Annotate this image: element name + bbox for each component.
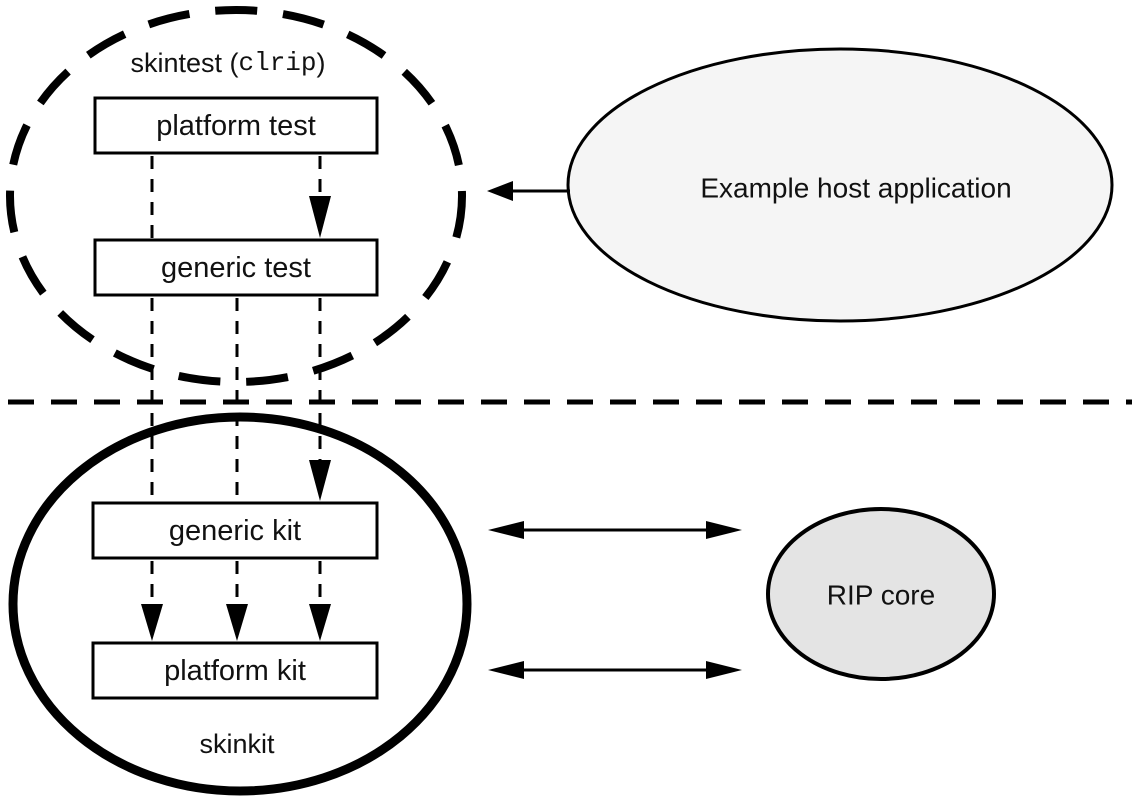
skinkit-group-title: skinkit (199, 729, 275, 759)
generickit-ripcore-arrowhead-left (488, 521, 524, 539)
skintest-title-code: clrip (239, 48, 317, 78)
rip-core-label: RIP core (827, 580, 935, 611)
rip-core-ellipse (766, 507, 996, 681)
skinkit-group-boundary (8, 412, 472, 796)
arrowhead-into-generic-test (309, 196, 331, 238)
host-to-skintest-arrowhead (487, 181, 513, 201)
host-application-ellipse (566, 47, 1114, 323)
generickit-ripcore-arrowhead-right (706, 521, 742, 539)
generic-kit-box (91, 501, 379, 560)
platform-test-box (93, 96, 379, 155)
platformkit-ripcore-arrowhead-right (706, 661, 742, 679)
arrowhead-into-platform-kit-left (141, 604, 163, 641)
arrowhead-into-platform-kit-right (309, 604, 331, 641)
host-application-label: Example host application (700, 173, 1011, 204)
platform-kit-label: platform kit (164, 655, 306, 687)
skintest-group-title: skintest (clrip) (130, 48, 325, 78)
generic-test-label: generic test (161, 252, 311, 284)
skintest-title-suffix: ) (317, 48, 326, 78)
arrowhead-into-generic-kit (309, 460, 331, 501)
arrowhead-into-platform-kit-middle (226, 604, 248, 641)
generic-kit-label: generic kit (169, 515, 301, 547)
skintest-group-boundary (6, 6, 466, 386)
skintest-title-prefix: skintest ( (130, 48, 238, 78)
platform-kit-box (91, 641, 379, 700)
platform-test-label: platform test (156, 110, 316, 142)
generic-test-box (93, 238, 379, 297)
platformkit-ripcore-arrowhead-left (488, 661, 524, 679)
